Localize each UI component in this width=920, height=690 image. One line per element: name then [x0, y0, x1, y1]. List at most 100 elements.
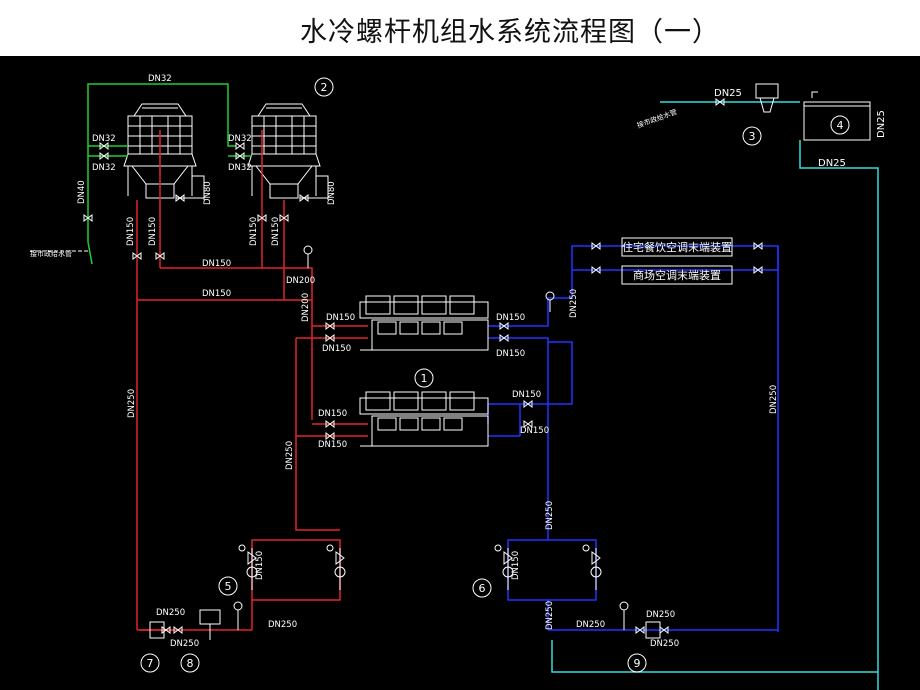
marker-label-3: 3: [749, 130, 756, 143]
label-red-bottom: DN250: [268, 620, 297, 630]
chiller-1: [359, 295, 489, 351]
label-dn32-top: DN32: [148, 74, 172, 84]
valve-11: [325, 334, 335, 342]
valve-12: [325, 420, 335, 428]
valve-17: [523, 420, 533, 428]
valve-15: [499, 334, 509, 342]
valve-13: [325, 432, 335, 440]
label-blue-bottom-riser: DN250: [545, 601, 555, 630]
label-ch1-cond-out: DN150: [322, 344, 351, 354]
label-dn32-b: DN32: [92, 163, 116, 173]
label-mid-riser: DN250: [285, 441, 295, 470]
label-header-1: DN150: [202, 259, 231, 269]
valve-16: [523, 400, 533, 408]
valve-27: [635, 626, 645, 634]
label-blue-riser: DN250: [545, 501, 555, 530]
makeup-water-piping: [551, 101, 879, 690]
valve-4: [235, 152, 245, 160]
label-dn200-a: DN200: [286, 276, 315, 286]
label-load-riser: DN250: [569, 289, 579, 318]
marker-label-9: 9: [634, 657, 641, 670]
valve-5: [83, 214, 93, 222]
label-p9-bot: DN250: [650, 639, 679, 649]
label-ch2-evap-out: DN150: [512, 390, 541, 400]
label-dn80-b: DN80: [327, 181, 337, 205]
marker-label-6: 6: [479, 582, 486, 595]
marker-7: 7: [140, 653, 160, 673]
valve-2: [99, 152, 109, 160]
valve-21: [753, 266, 763, 274]
valve-3: [235, 142, 245, 150]
flow-diagram: 住宅餐饮空调末端装置 商场空调末端装置: [0, 56, 920, 690]
label-tower2-out-b: DN150: [271, 217, 281, 246]
label-ch2-evap-in: DN150: [520, 426, 549, 436]
label-ch1-evap-out: DN150: [496, 313, 525, 323]
marker-8: 8: [180, 653, 200, 673]
marker-5: 5: [218, 576, 238, 596]
valve-22: [715, 98, 725, 106]
valve-20: [753, 242, 763, 250]
label-right-return: DN250: [769, 385, 779, 414]
marker-4: 4: [830, 115, 850, 135]
label-dn200-b: DN200: [301, 293, 311, 322]
water-softener: [755, 83, 779, 113]
dirt-separator: [199, 609, 221, 640]
label-tank-out: DN25: [818, 158, 846, 169]
load-box-residential: 住宅餐饮空调末端装置: [621, 237, 733, 257]
label-dn80-a: DN80: [203, 181, 213, 205]
load-residential-label: 住宅餐饮空调末端装置: [622, 240, 732, 254]
marker-label-1: 1: [421, 372, 428, 385]
label-pump5: DN150: [255, 551, 265, 580]
valve-23: [175, 194, 185, 202]
label-p9-top: DN250: [646, 610, 675, 620]
valve-8: [257, 214, 267, 222]
valve-1: [99, 142, 109, 150]
label-tower2-out-a: DN150: [249, 217, 259, 246]
label-ch1-cond-in: DN150: [326, 313, 355, 323]
marker-label-7: 7: [147, 657, 154, 670]
label-p7-top: DN250: [156, 608, 185, 618]
label-left-riser: DN250: [127, 389, 137, 418]
label-ch2-cond-out: DN150: [318, 440, 347, 450]
label-blue-bottom: DN250: [576, 620, 605, 630]
valve-25: [161, 626, 171, 634]
marker-6: 6: [472, 578, 492, 598]
label-dn32-d: DN32: [228, 163, 252, 173]
valve-24: [299, 194, 309, 202]
expansion-tank: [803, 91, 871, 141]
valves: [83, 98, 763, 634]
valve-26: [173, 626, 183, 634]
cooling-water-piping: [136, 130, 368, 631]
label-tower1-out-a: DN150: [126, 217, 136, 246]
valve-6: [132, 252, 142, 260]
valve-9: [279, 214, 289, 222]
label-dn32-a: DN32: [92, 134, 116, 144]
annotation-makeup-left: 接市政给水管: [30, 249, 72, 258]
label-tank-side: DN25: [876, 110, 887, 138]
load-commercial-label: 商场空调末端装置: [633, 268, 721, 282]
page-title: 水冷螺杆机组水系统流程图（一）: [300, 17, 720, 48]
title-bar: 水冷螺杆机组水系统流程图（一）: [0, 0, 920, 56]
marker-label-2: 2: [321, 81, 328, 94]
marker-9: 9: [627, 653, 647, 673]
label-tower1-out-b: DN150: [148, 217, 158, 246]
label-dn40: DN40: [77, 180, 87, 204]
valve-14: [499, 322, 509, 330]
marker-label-5: 5: [225, 580, 232, 593]
label-ch2-cond-in: DN150: [318, 409, 347, 419]
marker-label-8: 8: [187, 657, 194, 670]
label-p7-bot: DN250: [170, 639, 199, 649]
valve-18: [591, 242, 601, 250]
marker-1: 1: [414, 368, 434, 388]
label-header-2: DN150: [202, 289, 231, 299]
diagram-background: [0, 56, 920, 690]
gauges: [149, 245, 661, 639]
pipe-labels: DN32 DN32 DN32 DN32 DN32 DN40 DN80 DN80 …: [30, 74, 887, 649]
pumps-cooling: [238, 544, 346, 590]
equipment-markers: 1 2 3 4 5 6 7 8 9: [140, 77, 850, 673]
label-ch1-evap-in: DN150: [496, 349, 525, 359]
valve-7: [155, 252, 165, 260]
valve-10: [325, 322, 335, 330]
load-box-commercial: 商场空调末端装置: [621, 265, 733, 285]
label-pump6: DN150: [511, 551, 521, 580]
